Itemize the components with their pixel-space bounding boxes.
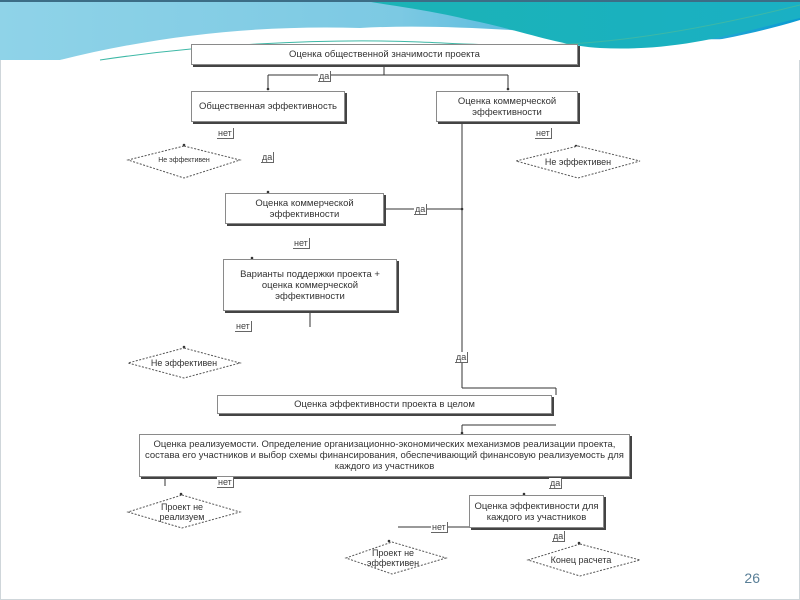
label-yes: да <box>318 71 332 82</box>
terminal-not-efficient-2: Не эффективен <box>544 157 612 167</box>
top-border <box>0 0 800 2</box>
decision-diamond-project-not-efficient <box>344 541 448 575</box>
box-social-efficiency: Общественная эффективность <box>191 91 345 122</box>
box-support-variants: Варианты поддержки проекта + оценка комм… <box>223 259 397 311</box>
label-yes: да <box>552 531 566 542</box>
box-overall-efficiency: Оценка эффективности проекта в целом <box>217 395 552 414</box>
box-social-significance: Оценка общественной значимости проекта <box>191 44 578 65</box>
page-number: 26 <box>744 570 760 586</box>
decision-diamond-not-efficient-2 <box>515 145 641 179</box>
terminal-end: Конец расчета <box>550 555 612 565</box>
box-feasibility: Оценка реализуемости. Определение органи… <box>139 434 630 477</box>
label-yes: да <box>549 478 563 489</box>
terminal-not-efficient-1: Не эффективен <box>158 157 210 164</box>
label-no: нет <box>235 321 252 332</box>
box-commercial-efficiency-mid: Оценка коммерческой эффективности <box>225 193 384 224</box>
wave-dark <box>360 0 800 49</box>
label-no: нет <box>217 477 234 488</box>
label-yes: да <box>261 152 275 163</box>
box-commercial-efficiency-right: Оценка коммерческой эффективности <box>436 91 578 122</box>
terminal-not-efficient-3: Не эффективен <box>150 358 218 368</box>
label-no: нет <box>293 238 310 249</box>
decision-diamond-not-efficient-1 <box>126 145 242 179</box>
terminal-project-not-efficient: Проект не эффективен <box>366 548 420 568</box>
terminal-not-feasible: Проект не реализуем <box>159 502 205 522</box>
box-participants-efficiency: Оценка эффективности для каждого из учас… <box>469 495 604 528</box>
decision-diamond-not-feasible <box>126 494 242 529</box>
label-no: нет <box>535 128 552 139</box>
label-no: нет <box>217 128 234 139</box>
decision-diamond-end <box>526 543 642 577</box>
decision-diamond-not-efficient-3 <box>126 347 242 379</box>
label-yes: да <box>455 352 469 363</box>
label-no: нет <box>431 522 448 533</box>
label-yes: да <box>414 204 428 215</box>
